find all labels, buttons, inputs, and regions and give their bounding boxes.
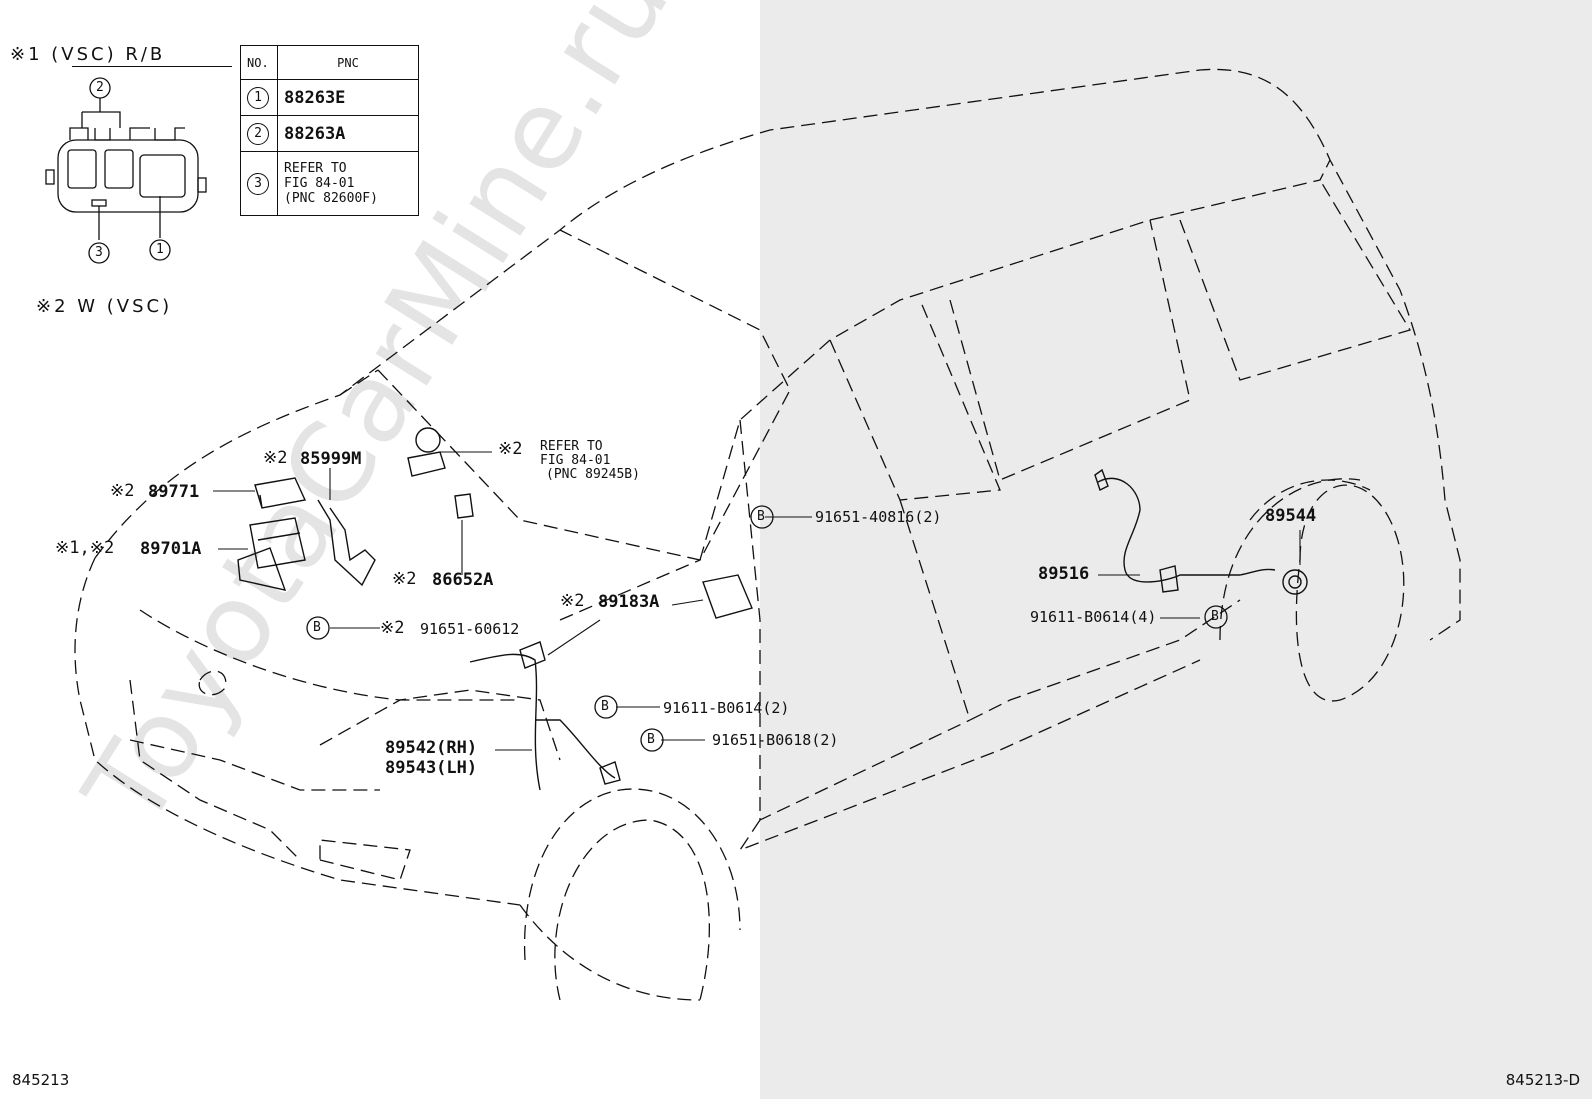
bolt-symbol: B bbox=[647, 732, 655, 747]
shaded-panel bbox=[760, 0, 1592, 1099]
callout-mark: ※2 bbox=[392, 569, 417, 589]
connector-number: 2 bbox=[96, 80, 104, 95]
bolt-symbol: B bbox=[757, 509, 765, 524]
part-89542-rh: 89542(RH) bbox=[385, 738, 478, 758]
figure-code-right: 845213-D bbox=[1505, 1071, 1580, 1089]
callout-mark: ※2 bbox=[560, 591, 585, 611]
legend-underline bbox=[72, 66, 232, 67]
bolt-symbol: B bbox=[313, 620, 321, 635]
table-header-no: NO. bbox=[240, 45, 278, 80]
callout-mark: ※2 bbox=[498, 439, 523, 459]
callout-mark: ※2 bbox=[380, 618, 405, 638]
bolt-symbols bbox=[306, 505, 1228, 752]
callout-mark: ※1,※2 bbox=[55, 538, 115, 558]
part-89516: 89516 bbox=[1038, 564, 1090, 584]
connector-number: 3 bbox=[95, 245, 103, 260]
row-pnc: 88263E bbox=[277, 79, 419, 116]
connector-number: 1 bbox=[156, 242, 164, 257]
part-85999m: 85999M bbox=[300, 449, 362, 469]
table-row: 2 88263A bbox=[240, 115, 419, 152]
part-91611-b0614-4: 91611-B0614(4) bbox=[1030, 608, 1157, 626]
table-header-pnc: PNC bbox=[277, 45, 419, 80]
part-91611-b0614-2: 91611-B0614(2) bbox=[663, 699, 790, 717]
part-89701a: 89701A bbox=[140, 539, 202, 559]
row-pnc-line: FIG 84-01 bbox=[284, 176, 355, 191]
row-number: 3 bbox=[247, 172, 269, 195]
row-number: 1 bbox=[247, 86, 269, 109]
part-86652a: 86652A bbox=[432, 570, 494, 590]
table-row: 1 88263E bbox=[240, 79, 419, 116]
part-91651-60612: 91651-60612 bbox=[420, 620, 520, 638]
pnc-table: NO. PNC 1 88263E 2 88263A 3 REFER TO FIG… bbox=[240, 45, 419, 216]
legend-title: ※1 (VSC) R/B bbox=[10, 44, 166, 65]
bolt-symbol: B bbox=[601, 699, 609, 714]
refer-line: (PNC 89245B) bbox=[546, 467, 640, 482]
legend-vsc-w: ※2 W (VSC) bbox=[36, 296, 173, 317]
table-row: 3 REFER TO FIG 84-01 (PNC 82600F) bbox=[240, 151, 419, 216]
parts bbox=[237, 427, 1308, 791]
row-pnc: 88263A bbox=[277, 115, 419, 152]
part-91651-40816: 91651-40816(2) bbox=[815, 508, 942, 526]
row-pnc-line: REFER TO bbox=[284, 161, 347, 176]
refer-line: FIG 84-01 bbox=[540, 453, 611, 468]
row-number: 2 bbox=[247, 122, 269, 145]
part-89543-lh: 89543(LH) bbox=[385, 758, 478, 778]
part-89544: 89544 bbox=[1265, 506, 1317, 526]
connector-drawing bbox=[45, 77, 207, 264]
figure-code-left: 845213 bbox=[12, 1071, 70, 1089]
refer-line: REFER TO bbox=[540, 439, 603, 454]
callout-mark: ※2 bbox=[263, 448, 288, 468]
callout-mark: ※2 bbox=[110, 481, 135, 501]
row-pnc-line: (PNC 82600F) bbox=[284, 191, 378, 206]
part-89771: 89771 bbox=[148, 482, 200, 502]
part-91651-b0618: 91651-B0618(2) bbox=[712, 731, 839, 749]
bolt-symbol: B bbox=[1211, 609, 1219, 624]
part-89183a: 89183A bbox=[598, 592, 660, 612]
